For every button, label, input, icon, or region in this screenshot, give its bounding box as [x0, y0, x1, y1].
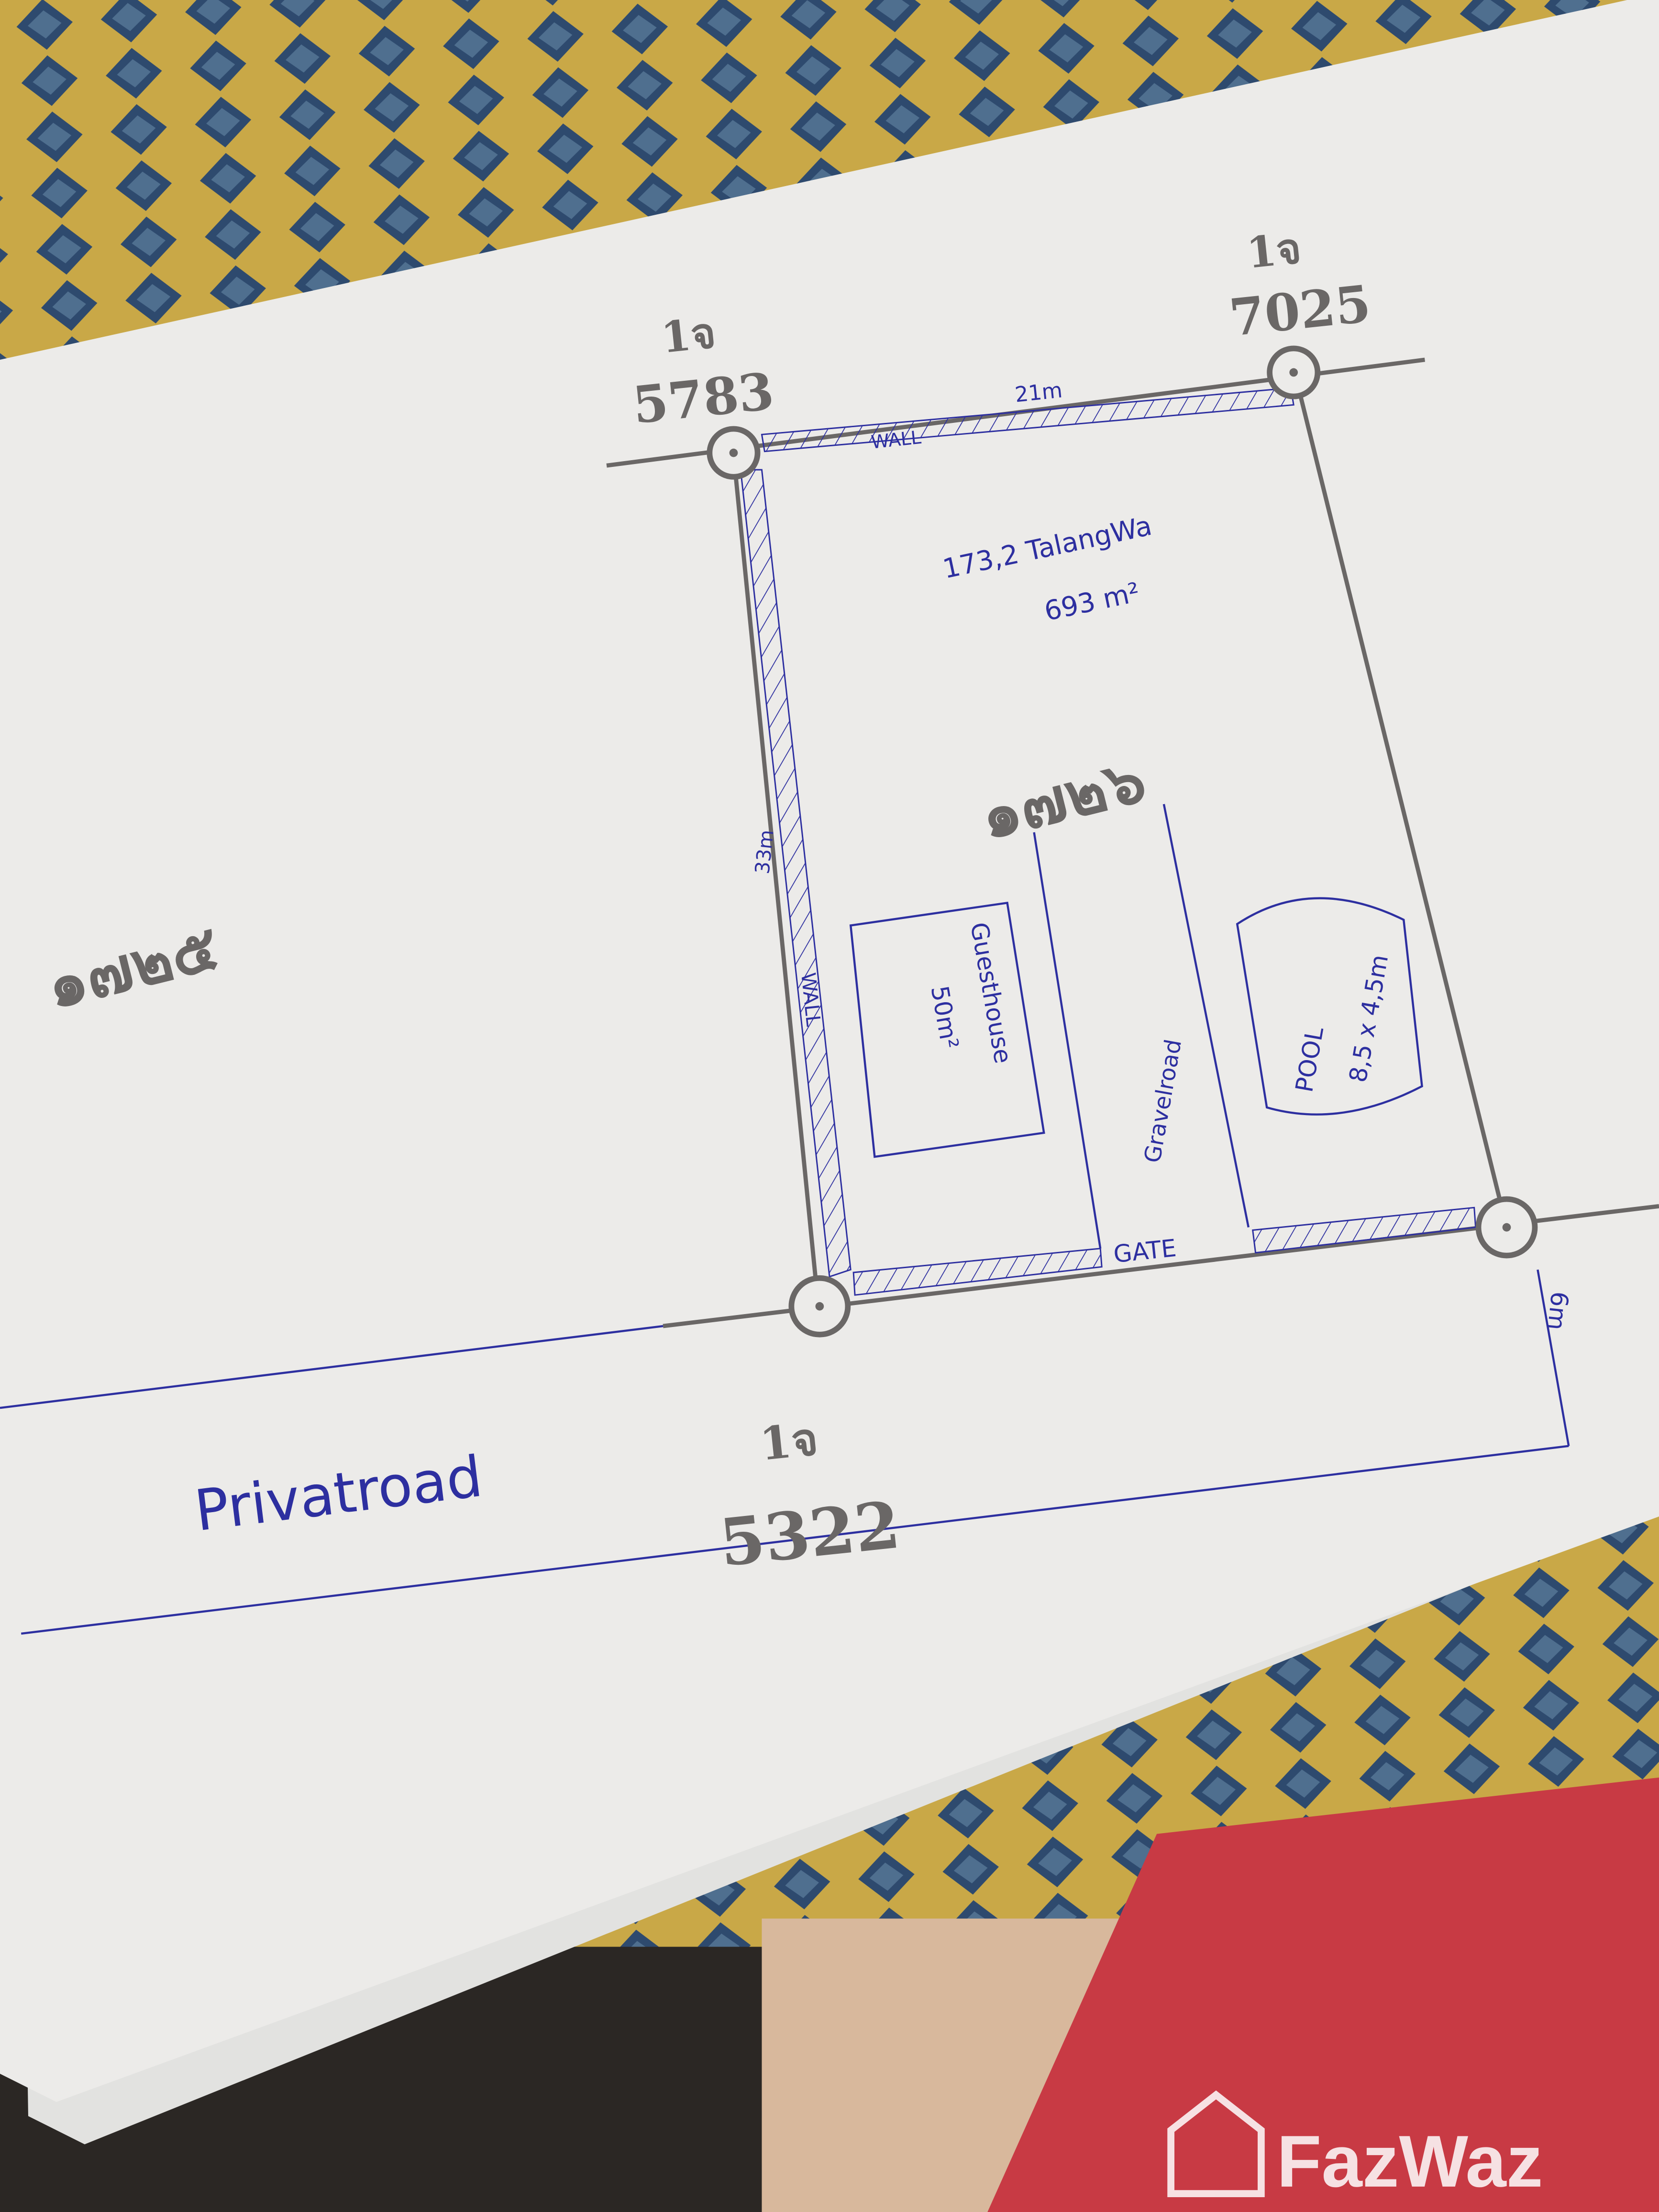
pool-outline [1236, 897, 1423, 1116]
marker-prefix: 1จ [757, 1412, 820, 1471]
dimension-left: 33m [751, 829, 778, 875]
wall-top-label: WALL [870, 427, 923, 453]
private-road-end [1537, 1269, 1570, 1447]
marker-prefix: 1จ [659, 308, 718, 363]
marker-dot [729, 448, 738, 457]
marker-number: 5322 [716, 1487, 904, 1582]
marker-dot [815, 1302, 824, 1311]
gravelroad-right-edge [1162, 804, 1250, 1228]
fazwaz-logo-icon [1167, 2090, 1265, 2198]
road-width: 6m [1542, 1290, 1574, 1331]
marker-number: 5783 [630, 361, 777, 435]
watermark-text: FazWaz [1277, 2121, 1543, 2202]
marker-prefix: 1จ [1244, 223, 1304, 278]
fazwaz-watermark: FazWaz [1167, 2090, 1543, 2202]
dimension-top: 21m [1014, 378, 1063, 407]
wall-top [761, 387, 1294, 453]
guesthouse-outline [849, 901, 1045, 1158]
private-road-top [0, 1325, 664, 1409]
wall-left-label: WALL [796, 972, 825, 1028]
wall-left [740, 469, 852, 1278]
private-road-bottom [21, 1445, 1569, 1635]
marker-dot [1502, 1223, 1511, 1232]
paper-sheet [0, 0, 1659, 2102]
marker-number: 7025 [1227, 274, 1373, 348]
marker-dot [1289, 368, 1298, 377]
gate-label: GATE [1112, 1234, 1178, 1268]
red-cloth [987, 1777, 1659, 2212]
gravelroad-left-edge [1033, 832, 1102, 1249]
wall-bottom-left [852, 1248, 1103, 1296]
